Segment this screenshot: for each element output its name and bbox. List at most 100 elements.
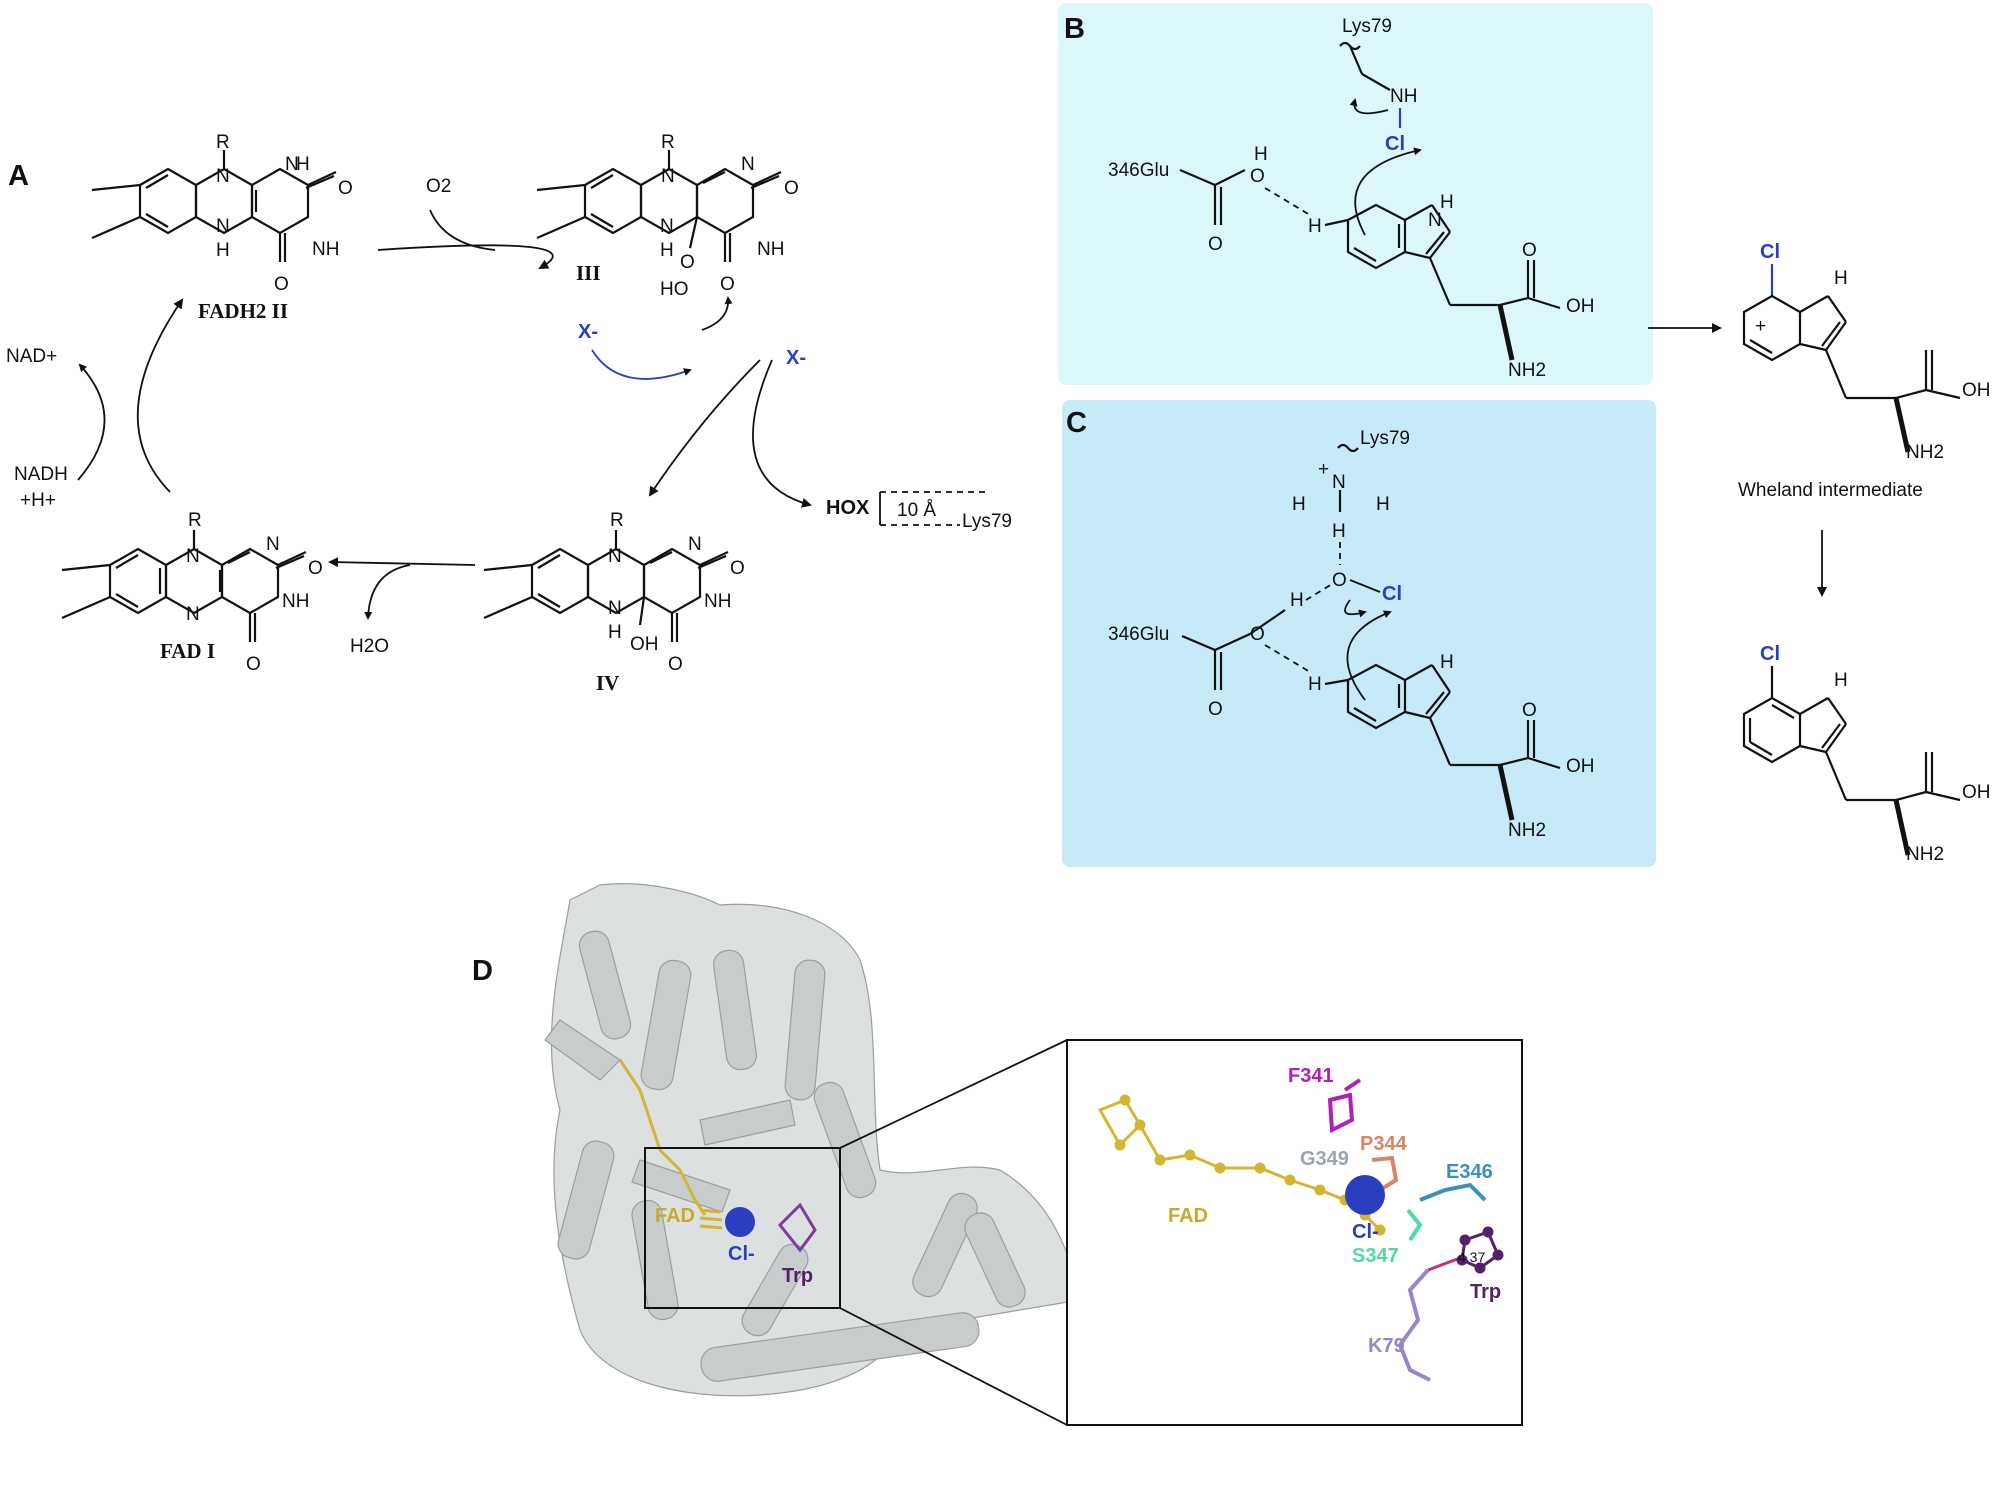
- panel-c-background: [1062, 400, 1656, 867]
- arrow-x-attack: [591, 349, 692, 380]
- c-h-right: H: [1376, 494, 1390, 515]
- arrow-int4-fad: [328, 557, 476, 568]
- int4-o1: O: [730, 558, 745, 579]
- lys79-a: Lys79: [962, 511, 1012, 532]
- fad-structure: [61, 530, 307, 642]
- b-chain1: [1348, 45, 1364, 75]
- int4-n3: N: [608, 598, 622, 619]
- b-nh2: NH2: [1508, 360, 1546, 381]
- int3-structure: [536, 150, 782, 262]
- hplus-label: +H+: [20, 490, 56, 511]
- int4-nh: NH: [704, 591, 731, 612]
- fadh2-h3: H: [216, 240, 230, 261]
- b-lys79: Lys79: [1342, 16, 1392, 37]
- zoom-p344-label: P344: [1360, 1133, 1408, 1155]
- b-cl: Cl: [1385, 133, 1405, 155]
- x-minus-2: X-: [786, 347, 806, 369]
- int4-o2: O: [668, 654, 683, 675]
- zoom-s347-label: S347: [1352, 1245, 1399, 1267]
- b-o-top: O: [1250, 166, 1265, 187]
- c-plus: +: [1318, 459, 1329, 480]
- fadh2-h1: H: [296, 154, 310, 175]
- fad-r: R: [188, 510, 202, 531]
- c-lys79: Lys79: [1360, 428, 1410, 449]
- b-nh: NH: [1390, 86, 1417, 107]
- product-h: H: [1834, 670, 1848, 691]
- fad-n3: N: [186, 604, 200, 625]
- int3-n3: N: [660, 216, 674, 237]
- int3-label: III: [576, 261, 601, 285]
- zoom-k79: [1397, 1268, 1431, 1382]
- arrow-fad-fadh2: [136, 298, 184, 493]
- b-oh: OH: [1566, 296, 1595, 317]
- c-nh2: NH2: [1508, 820, 1546, 841]
- arrow-int3-int4: [648, 359, 761, 497]
- overview-trp: Trp: [782, 1265, 813, 1287]
- int4-r: R: [610, 510, 624, 531]
- fad-nh: NH: [282, 591, 309, 612]
- c-o-top: O: [1250, 624, 1265, 645]
- arrow-int3-oh: [701, 296, 733, 331]
- hox-label: HOX: [826, 497, 870, 519]
- int4-structure: [483, 530, 729, 642]
- arrow-o2-in: [429, 209, 496, 251]
- zoom-f341: [1327, 1078, 1362, 1134]
- c-co-bond: [1214, 632, 1251, 652]
- wheland-cl: Cl: [1760, 241, 1780, 263]
- b-o-bottom: O: [1208, 234, 1223, 255]
- panel-label-b: B: [1064, 13, 1085, 45]
- trp-overview: [777, 1202, 817, 1253]
- zoom-s347: [1406, 1208, 1423, 1242]
- nadh-label: NADH: [14, 464, 68, 485]
- c-oh-bond: [1249, 609, 1286, 635]
- b-n-indole: N: [1428, 210, 1442, 231]
- int3-h3: H: [660, 240, 674, 261]
- int3-o1: O: [784, 178, 799, 199]
- zoom-box-small: [644, 1147, 841, 1309]
- b-hbond: [1264, 187, 1311, 216]
- panel-label-d: D: [472, 955, 493, 987]
- c-o-cl-bond: [1349, 579, 1381, 593]
- c-cl: Cl: [1382, 583, 1402, 605]
- c-wavy: [1337, 443, 1359, 453]
- o2-label: O2: [426, 176, 451, 197]
- fadh2-n3: N: [216, 216, 230, 237]
- overview-cl: Cl-: [728, 1243, 755, 1265]
- c-h-ring: H: [1308, 674, 1322, 695]
- zoom-cl-label: Cl-: [1352, 1221, 1379, 1243]
- fad-o1: O: [308, 558, 323, 579]
- int4-n2: N: [688, 534, 702, 555]
- int3-n2: N: [741, 154, 755, 175]
- product-oh: OH: [1962, 782, 1991, 803]
- distance-label: 10 Å: [897, 500, 936, 521]
- zoom-cl-sphere: [1345, 1175, 1385, 1215]
- panel-label-c: C: [1066, 407, 1087, 439]
- int3-o3: O: [680, 252, 695, 273]
- fadh2-r: R: [216, 132, 230, 153]
- c-glu: 346Glu: [1108, 624, 1169, 645]
- int4-label: IV: [596, 671, 619, 695]
- arrow-nadh: [77, 363, 106, 481]
- c-hbond-2: [1305, 583, 1333, 601]
- zoom-k79-trp-link: [1427, 1256, 1461, 1272]
- fadh2-o1: O: [338, 178, 353, 199]
- zoom-fad-label: FAD: [1168, 1205, 1208, 1227]
- wheland-nh2: NH2: [1906, 442, 1944, 463]
- c-oh: OH: [1566, 756, 1595, 777]
- fad-o2: O: [246, 654, 261, 675]
- wheland-oh: OH: [1962, 380, 1991, 401]
- c-hbond-3: [1264, 644, 1311, 673]
- int4-n1: N: [608, 546, 622, 567]
- product-nh2: NH2: [1906, 844, 1944, 865]
- b-glu: 346Glu: [1108, 160, 1169, 181]
- c-h-left: H: [1292, 494, 1306, 515]
- c-indole: [1324, 663, 1561, 821]
- product-cl: Cl: [1760, 643, 1780, 665]
- fad-n2: N: [266, 534, 280, 555]
- b-o-acid: O: [1522, 240, 1537, 261]
- zoom-trp-label: Trp: [1470, 1281, 1501, 1303]
- b-arrow-nh: [1349, 98, 1389, 115]
- c-h-indole: H: [1440, 652, 1454, 673]
- b-h-indole: H: [1440, 192, 1454, 213]
